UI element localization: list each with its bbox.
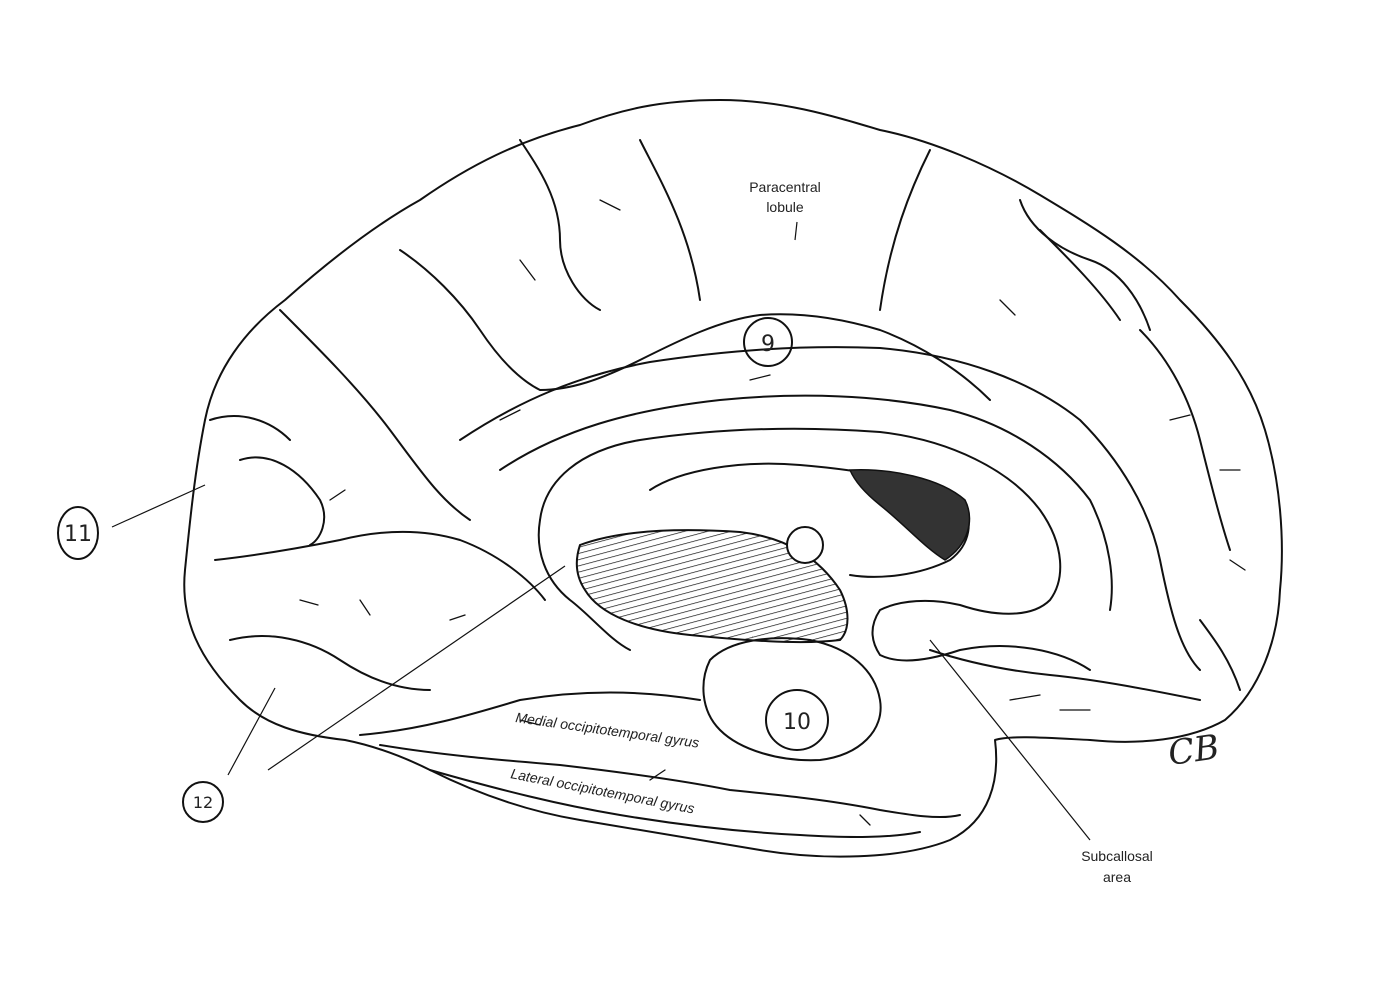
gyrus-fold-top-right <box>1019 199 1151 331</box>
marker-10-text: 10 <box>783 710 811 735</box>
marker-12: 12 <box>182 781 224 823</box>
cuneus-fold <box>239 456 326 546</box>
label-medial-occipitotemporal: Medial occipitotemporal gyrus <box>515 709 701 751</box>
artist-signature: CB <box>1166 727 1222 774</box>
cingulate-sulcus <box>459 346 1201 671</box>
calcarine-sulcus <box>214 530 546 601</box>
corpus-callosum <box>539 427 1091 671</box>
leader-12 <box>227 687 276 776</box>
frontal-fold-2 <box>1039 229 1121 321</box>
marker-10: 10 <box>765 689 829 751</box>
marker-11: 11 <box>57 506 99 560</box>
label-paracentral-line2: lobule <box>766 199 804 215</box>
uncus <box>702 637 882 762</box>
frontal-fold-1 <box>1139 329 1231 551</box>
marker-12-text: 12 <box>193 793 213 812</box>
label-paracentral-line1: Paracentral <box>749 179 821 195</box>
callosum-splenium <box>537 519 631 651</box>
leader-paracentral <box>794 221 798 241</box>
marker-9: 9 <box>743 317 793 367</box>
sulcus-superior <box>399 249 991 401</box>
lingual-fold <box>229 635 431 691</box>
leader-11 <box>111 484 206 528</box>
gyrus-fold-top-left <box>519 139 601 311</box>
label-subcallosal-line2: area <box>1103 869 1131 885</box>
marker-9-text: 9 <box>761 332 775 357</box>
subcallosal-fold <box>929 649 1201 701</box>
paracentral-boundary-right <box>879 149 931 311</box>
leader-extra <box>267 565 566 771</box>
collateral-sulcus <box>359 691 701 736</box>
occipital-fold-upper <box>209 415 291 441</box>
thalamus-hatched <box>575 529 849 644</box>
occipitotemporal-sulcus <box>379 744 961 819</box>
minor-sulci <box>299 199 1246 826</box>
parieto-occipital-sulcus <box>279 309 471 521</box>
marker-11-text: 11 <box>64 522 92 547</box>
label-lateral-occipitotemporal: Lateral occipitotemporal gyrus <box>509 765 695 816</box>
paracentral-boundary-left <box>639 139 701 301</box>
temporal-lower-fold <box>429 769 921 838</box>
interthalamic-adhesion <box>786 526 824 564</box>
leader-subcallosal <box>929 639 1091 841</box>
frontal-fold-3 <box>1199 619 1241 691</box>
ventricle-shading <box>848 469 971 561</box>
cingulate-inner <box>499 394 1113 611</box>
label-subcallosal-line1: Subcallosal <box>1081 848 1153 864</box>
hemisphere-outline <box>183 99 1283 858</box>
